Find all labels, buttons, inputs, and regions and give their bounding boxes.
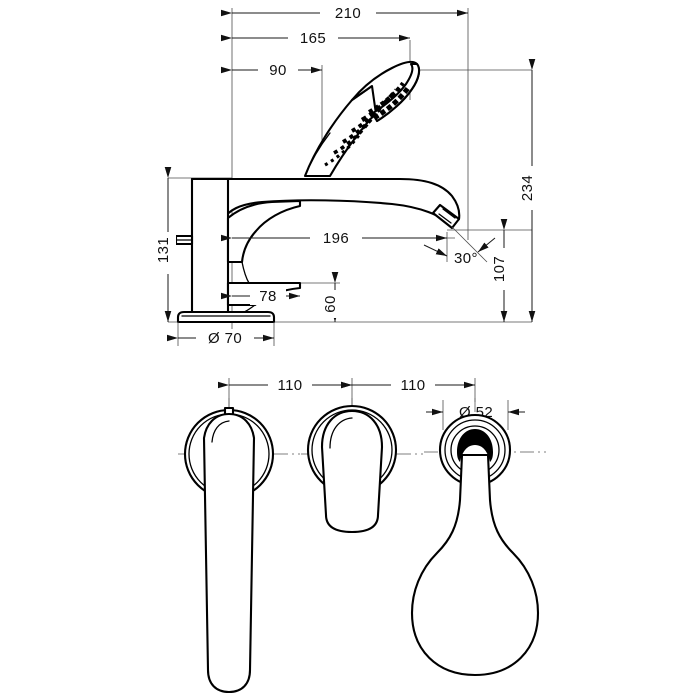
dimension-165: 165 — [221, 29, 410, 47]
dimension-107: 107 — [491, 219, 512, 322]
dimension-90: 90 — [221, 61, 322, 79]
dimension-196: 196 — [221, 229, 447, 247]
dimension-110-left: 110 — [218, 376, 352, 394]
dimension-78: 78 — [221, 287, 300, 305]
dimension-30-degrees-label: 30° — [454, 250, 478, 267]
plan-views-row: 110 110 Ø 52 — [178, 376, 546, 694]
dimension-234-label: 234 — [519, 175, 536, 201]
dimension-diameter-70-label: Ø 70 — [208, 330, 242, 347]
dimension-78-label: 78 — [259, 288, 277, 305]
dimension-60-label: 60 — [322, 295, 339, 313]
plan-view-spout — [410, 398, 546, 677]
base-flange — [176, 310, 276, 324]
dimension-165-label: 165 — [300, 30, 326, 47]
dimension-diameter-70: Ø 70 — [167, 322, 275, 347]
dimension-110-right: 110 — [341, 376, 475, 394]
plan-view-control-knob — [301, 398, 423, 534]
dimension-234: 234 — [519, 59, 540, 322]
dimension-110-left-label: 110 — [277, 377, 302, 394]
dimension-210-label: 210 — [335, 5, 361, 22]
plan-view-lever-handle — [178, 398, 300, 694]
dimension-210: 210 — [221, 4, 468, 22]
dimension-60: 60 — [322, 272, 343, 322]
dimension-131: 131 — [155, 167, 176, 322]
dimension-90-label: 90 — [269, 62, 287, 79]
spout-body — [190, 177, 461, 230]
dimension-110-right-label: 110 — [400, 377, 425, 394]
dimension-131-label: 131 — [155, 237, 172, 263]
hand-shower — [303, 60, 421, 178]
dimension-30-degrees: 30° — [423, 226, 496, 267]
dimension-107-label: 107 — [491, 256, 508, 282]
side-elevation-view: 210 165 90 — [155, 4, 540, 347]
dimension-196-label: 196 — [323, 230, 349, 247]
